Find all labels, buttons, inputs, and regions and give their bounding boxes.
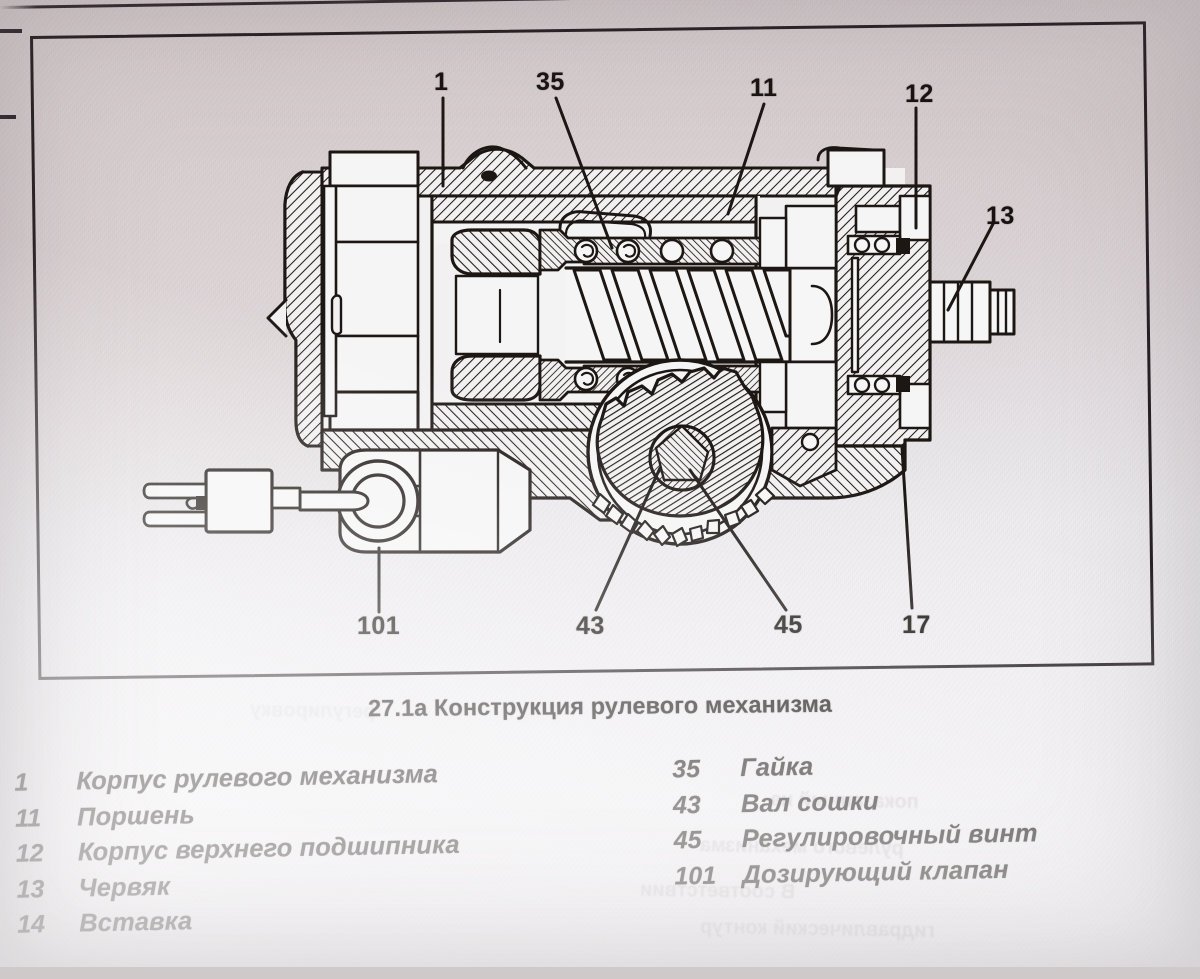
legend-label: Вал сошки — [740, 786, 879, 818]
legend-label: Дозирующий клапан — [742, 855, 1009, 889]
callout-1: 1 — [434, 68, 449, 96]
legend-item: 101 Дозирующий клапан — [674, 855, 1039, 898]
legend-number: 1 — [14, 768, 29, 797]
legend-label: Регулировочный винт — [741, 819, 1038, 854]
legend-label: Поршень — [76, 800, 195, 832]
legend-item: 14 Вставка — [17, 902, 462, 946]
legend-label: Гайка — [739, 752, 814, 783]
legend-label: Червяк — [78, 872, 171, 902]
legend-label: Вставка — [78, 907, 193, 938]
callout-17: 17 — [902, 611, 931, 639]
legend-number: 101 — [674, 861, 717, 891]
callout-12: 12 — [905, 80, 934, 108]
legend-number: 13 — [16, 874, 45, 904]
callout-13: 13 — [986, 202, 1015, 230]
steering-gear-cross-section-drawing — [142, 96, 1016, 614]
legend-number: 45 — [673, 825, 702, 855]
legend-number: 11 — [14, 803, 42, 833]
legend-column-right: 35 Гайка 43 Вал сошки 45 Регулировочный … — [672, 748, 1039, 897]
figure-legend: 1 Корпус рулевого механизма 11 Поршень 1… — [0, 745, 1200, 979]
callout-43: 43 — [576, 612, 605, 640]
callout-35: 35 — [536, 68, 565, 96]
legend-column-left: 1 Корпус рулевого механизма 11 Поршень 1… — [14, 760, 461, 946]
callout-45: 45 — [774, 611, 803, 639]
legend-number: 12 — [15, 839, 44, 868]
callout-101: 101 — [357, 612, 401, 640]
callout-11: 11 — [750, 74, 778, 102]
legend-number: 43 — [672, 790, 702, 820]
legend-number: 35 — [671, 754, 701, 784]
legend-label: Корпус рулевого механизма — [76, 760, 439, 796]
legend-number: 14 — [16, 910, 46, 939]
